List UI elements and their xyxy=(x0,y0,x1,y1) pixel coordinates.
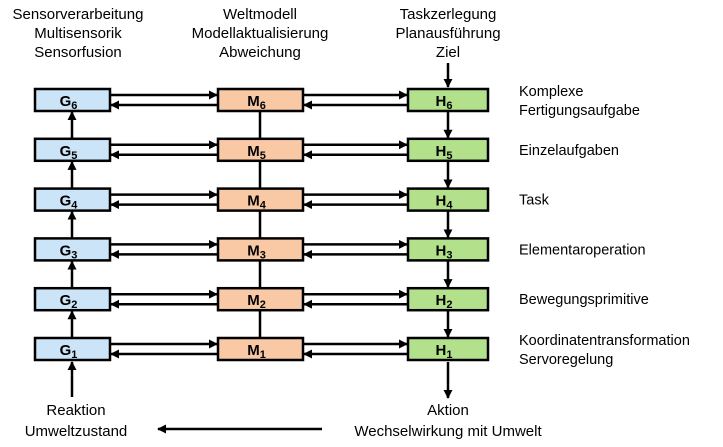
header-m-line-1: Weltmodell xyxy=(223,6,297,23)
level-label-1-line-1: Koordinatentransformation xyxy=(519,333,690,349)
m-box-level-3 xyxy=(216,237,305,262)
m-box-level-4 xyxy=(216,187,305,212)
m-box-label-level-6: M6 xyxy=(247,93,266,112)
level-label-4-line-1: Task xyxy=(519,193,550,209)
level-label-1-line-2: Servoregelung xyxy=(519,352,613,368)
h-box-label-level-3: H3 xyxy=(436,242,453,261)
g-box-label-level-1: G1 xyxy=(60,342,78,361)
g-box-level-6 xyxy=(33,87,112,113)
level-label-5-line-1: Einzelaufgaben xyxy=(519,143,619,159)
m-box-level-1 xyxy=(216,336,305,362)
h-box-label-level-5: H5 xyxy=(436,143,453,162)
header-g-line-2: Multisensorik xyxy=(34,25,122,42)
header-h-line-2: Planausführung xyxy=(395,25,500,42)
h-box-level-1 xyxy=(406,336,490,362)
m-box-level-6 xyxy=(216,87,305,113)
g-box-label-level-6: G6 xyxy=(60,93,78,112)
footer-left-line-2: Umweltzustand xyxy=(25,423,128,440)
h-box-label-level-2: H2 xyxy=(436,292,453,311)
header-m-line-2: Modellaktualisierung xyxy=(192,25,329,42)
m-box-level-2 xyxy=(216,286,305,312)
header-g-line-3: Sensorfusion xyxy=(34,44,122,61)
h-box-label-level-6: H6 xyxy=(436,93,453,112)
g-box-label-level-4: G4 xyxy=(60,193,79,212)
header-g-line-1: Sensorverarbeitung xyxy=(13,6,144,23)
m-box-label-level-5: M5 xyxy=(247,143,266,162)
m-box-label-level-4: M4 xyxy=(247,193,267,212)
g-box-label-level-5: G5 xyxy=(60,143,78,162)
m-box-label-level-1: M1 xyxy=(247,342,266,361)
m-box-label-level-3: M3 xyxy=(247,242,266,261)
header-m-line-3: Abweichung xyxy=(219,44,301,61)
m-box-label-level-2: M2 xyxy=(247,292,266,311)
header-h-line-3: Ziel xyxy=(436,44,460,61)
g-box-label-level-3: G3 xyxy=(60,242,78,261)
footer-right-line-2: Wechselwirkung mit Umwelt xyxy=(354,423,542,440)
g-box-level-1 xyxy=(33,336,112,362)
h-box-label-level-4: H4 xyxy=(436,193,454,212)
g-box-level-2 xyxy=(33,286,112,312)
h-box-label-level-1: H1 xyxy=(436,342,453,361)
g-box-label-level-2: G2 xyxy=(60,292,78,311)
level-label-6-line-2: Fertigungsaufgabe xyxy=(519,103,640,119)
footer-right-line-1: Aktion xyxy=(427,402,469,419)
header-h-line-1: Taskzerlegung xyxy=(400,6,497,23)
level-label-6-line-1: Komplexe xyxy=(519,84,583,100)
footer-left-line-1: Reaktion xyxy=(46,402,105,419)
level-label-2-line-1: Bewegungsprimitive xyxy=(519,292,649,308)
g-box-level-4 xyxy=(33,187,112,212)
g-box-level-3 xyxy=(33,237,112,262)
g-box-level-5 xyxy=(33,137,112,163)
level-label-3-line-1: Elementaroperation xyxy=(519,242,646,258)
m-box-level-5 xyxy=(216,137,305,163)
